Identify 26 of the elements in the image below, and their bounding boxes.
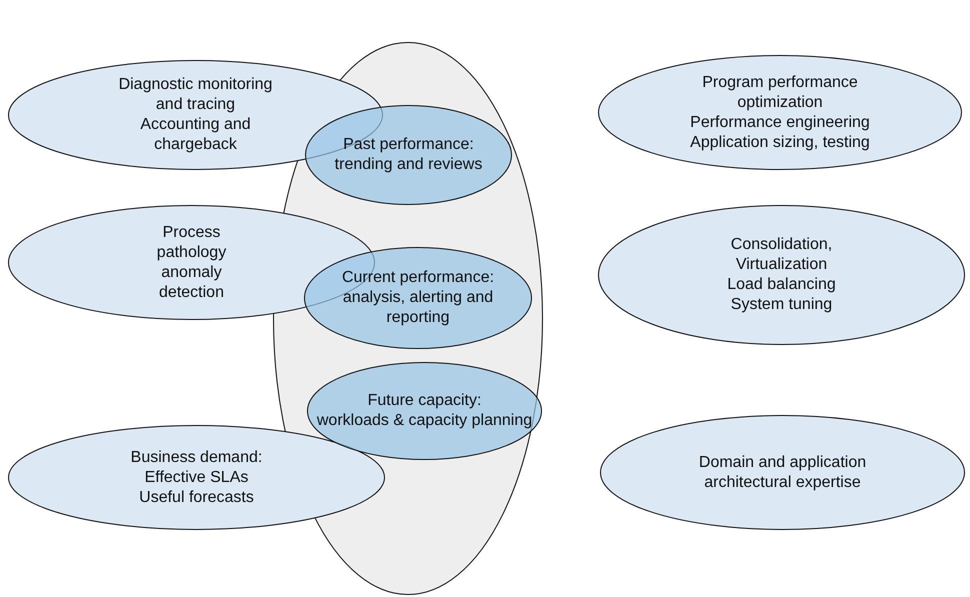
ellipse-text: Process pathology anomaly detection <box>156 222 228 302</box>
ellipse-text: Load balancing <box>727 275 836 295</box>
outer-ellipse <box>8 425 385 530</box>
ellipse-text: Useful forecasts <box>139 488 254 508</box>
ellipse-text: Future capacity: <box>368 391 482 411</box>
ellipse-text: Business demand: <box>130 448 262 468</box>
ellipse-text: Program performance optimization <box>701 72 859 112</box>
ellipse-text: Performance engineering <box>690 112 870 132</box>
ellipse-text: Accounting and chargeback <box>139 115 252 155</box>
ellipse-text: Effective SLAs <box>144 468 248 488</box>
outer-ellipse <box>598 55 962 170</box>
outer-ellipse <box>598 205 965 345</box>
ellipse-text: workloads & capacity planning <box>316 411 532 431</box>
inner-ellipse <box>305 105 512 205</box>
ellipse-text: Current performance: <box>342 268 494 288</box>
outer-ellipse <box>600 415 965 530</box>
ellipse-text: Consolidation, Virtualization <box>730 235 834 275</box>
ellipse-text: trending and reviews <box>334 155 482 175</box>
ellipse-text: Past performance: <box>343 135 474 155</box>
ellipse-text: Application sizing, testing <box>690 132 870 152</box>
inner-ellipse <box>304 247 532 349</box>
ellipse-text: Domain and application architectural expertise <box>698 452 868 492</box>
ellipse-text: Diagnostic monitoring and tracing <box>118 75 274 115</box>
ellipse-text: analysis, alerting and reporting <box>342 288 494 328</box>
inner-ellipse <box>307 362 542 460</box>
ellipse-text: System tuning <box>730 295 832 315</box>
